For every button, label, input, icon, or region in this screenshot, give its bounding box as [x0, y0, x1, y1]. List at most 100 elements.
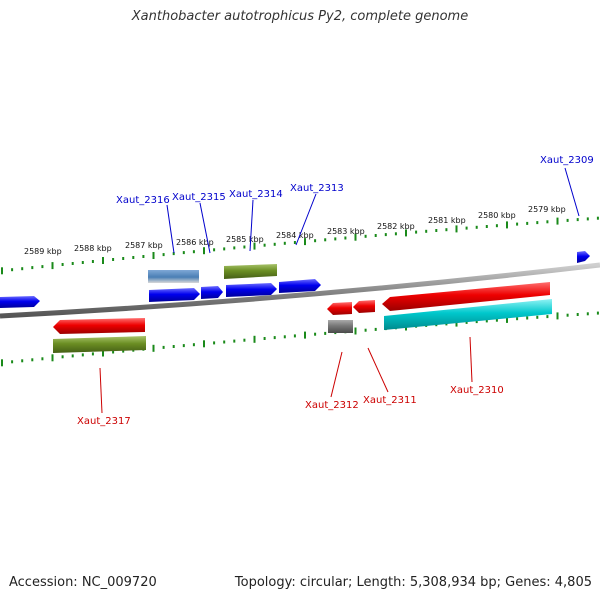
minor-tick	[172, 345, 175, 348]
major-tick	[304, 331, 306, 339]
minor-tick	[364, 328, 367, 332]
major-tick	[556, 217, 559, 225]
scale-label: 2581 kbp	[428, 216, 466, 225]
minor-tick	[41, 357, 44, 361]
scale-label: 2587 kbp	[125, 241, 163, 250]
minor-tick	[374, 234, 377, 237]
major-tick	[506, 315, 508, 323]
minor-tick	[293, 334, 296, 338]
minor-tick	[324, 331, 327, 335]
gene-labels: Xaut_2309 Xaut_2313 Xaut_2314 Xaut_2315 …	[77, 155, 594, 427]
minor-tick	[374, 327, 377, 331]
scale-label: 2588 kbp	[74, 244, 112, 253]
cds-arrow[interactable]	[53, 318, 145, 334]
minor-tick	[91, 352, 94, 356]
minor-tick	[162, 345, 165, 349]
major-tick	[455, 319, 458, 327]
minor-tick	[263, 243, 266, 247]
minor-tick	[546, 220, 549, 224]
major-tick	[354, 327, 357, 335]
minor-tick	[566, 218, 569, 222]
minor-tick	[394, 232, 397, 236]
minor-tick	[223, 247, 226, 251]
cds-arrow[interactable]	[577, 251, 590, 263]
minor-tick	[31, 266, 34, 270]
minor-tick	[445, 228, 448, 232]
gene-label-xaut-2312[interactable]: Xaut_2312	[305, 400, 359, 411]
scale-label: 2585 kbp	[226, 235, 264, 244]
major-tick	[253, 242, 256, 250]
leader-line	[330, 351, 343, 398]
minor-tick	[415, 230, 418, 234]
rna-feature[interactable]	[328, 320, 353, 333]
minor-tick	[465, 226, 468, 230]
rna-feature[interactable]	[53, 336, 146, 353]
minor-tick	[516, 317, 519, 321]
gene-label-xaut-2316[interactable]: Xaut_2316	[116, 195, 170, 206]
minor-tick	[475, 320, 478, 324]
rna-feature[interactable]	[384, 299, 552, 330]
minor-tick	[81, 353, 84, 357]
rna-feature[interactable]	[148, 270, 199, 283]
cds-arrow[interactable]	[327, 302, 352, 315]
leader-line	[367, 347, 389, 393]
minor-tick	[81, 261, 84, 264]
major-tick	[203, 247, 205, 255]
minor-tick	[516, 222, 519, 226]
cds-arrow[interactable]	[149, 288, 200, 302]
gene-label-xaut-2309[interactable]: Xaut_2309	[540, 155, 594, 166]
minor-tick	[324, 238, 327, 242]
minor-tick	[31, 358, 34, 362]
major-tick	[253, 335, 256, 343]
genome-summary: Topology: circular; Length: 5,308,934 bp…	[234, 575, 592, 590]
minor-tick	[536, 221, 539, 225]
scale-label: 2580 kbp	[478, 211, 516, 220]
minor-tick	[122, 257, 125, 260]
rna-feature[interactable]	[224, 264, 277, 279]
reverse-features	[53, 282, 552, 353]
cds-arrow[interactable]	[279, 279, 321, 293]
gene-label-xaut-2315[interactable]: Xaut_2315	[172, 192, 226, 203]
major-tick	[51, 354, 54, 362]
minor-tick	[71, 354, 74, 358]
minor-tick	[576, 218, 579, 222]
leader-line	[166, 204, 175, 254]
gene-label-xaut-2314[interactable]: Xaut_2314	[229, 189, 283, 200]
minor-tick	[475, 225, 478, 229]
gene-label-xaut-2313[interactable]: Xaut_2313	[290, 183, 344, 194]
leader-line	[564, 167, 580, 217]
major-tick	[455, 225, 458, 233]
minor-tick	[213, 341, 216, 345]
major-tick	[304, 238, 306, 246]
minor-tick	[536, 315, 539, 319]
cds-arrow[interactable]	[201, 286, 223, 299]
minor-tick	[384, 233, 387, 237]
cds-arrow[interactable]	[382, 282, 550, 311]
minor-tick	[21, 267, 24, 271]
scale-label: 2586 kbp	[176, 238, 214, 247]
leader-line	[249, 199, 254, 252]
gene-label-xaut-2317[interactable]: Xaut_2317	[77, 416, 131, 427]
gene-label-xaut-2311[interactable]: Xaut_2311	[363, 395, 417, 406]
minor-tick	[172, 252, 175, 256]
major-tick	[152, 344, 155, 352]
minor-tick	[546, 315, 549, 319]
scale-label: 2582 kbp	[377, 222, 415, 231]
minor-tick	[586, 312, 589, 316]
lower-tick-row	[1, 311, 599, 367]
minor-tick	[283, 241, 286, 245]
minor-tick	[213, 248, 216, 252]
minor-tick	[485, 319, 488, 323]
minor-tick	[273, 336, 276, 340]
minor-tick	[526, 316, 529, 320]
minor-tick	[182, 251, 185, 255]
gene-leader-lines	[99, 167, 580, 414]
cds-arrow[interactable]	[353, 300, 375, 313]
minor-tick	[314, 332, 317, 336]
major-tick	[556, 312, 559, 320]
cds-arrow[interactable]	[226, 283, 277, 297]
minor-tick	[596, 311, 599, 315]
cds-arrow[interactable]	[0, 296, 40, 308]
gene-label-xaut-2310[interactable]: Xaut_2310	[450, 385, 504, 396]
